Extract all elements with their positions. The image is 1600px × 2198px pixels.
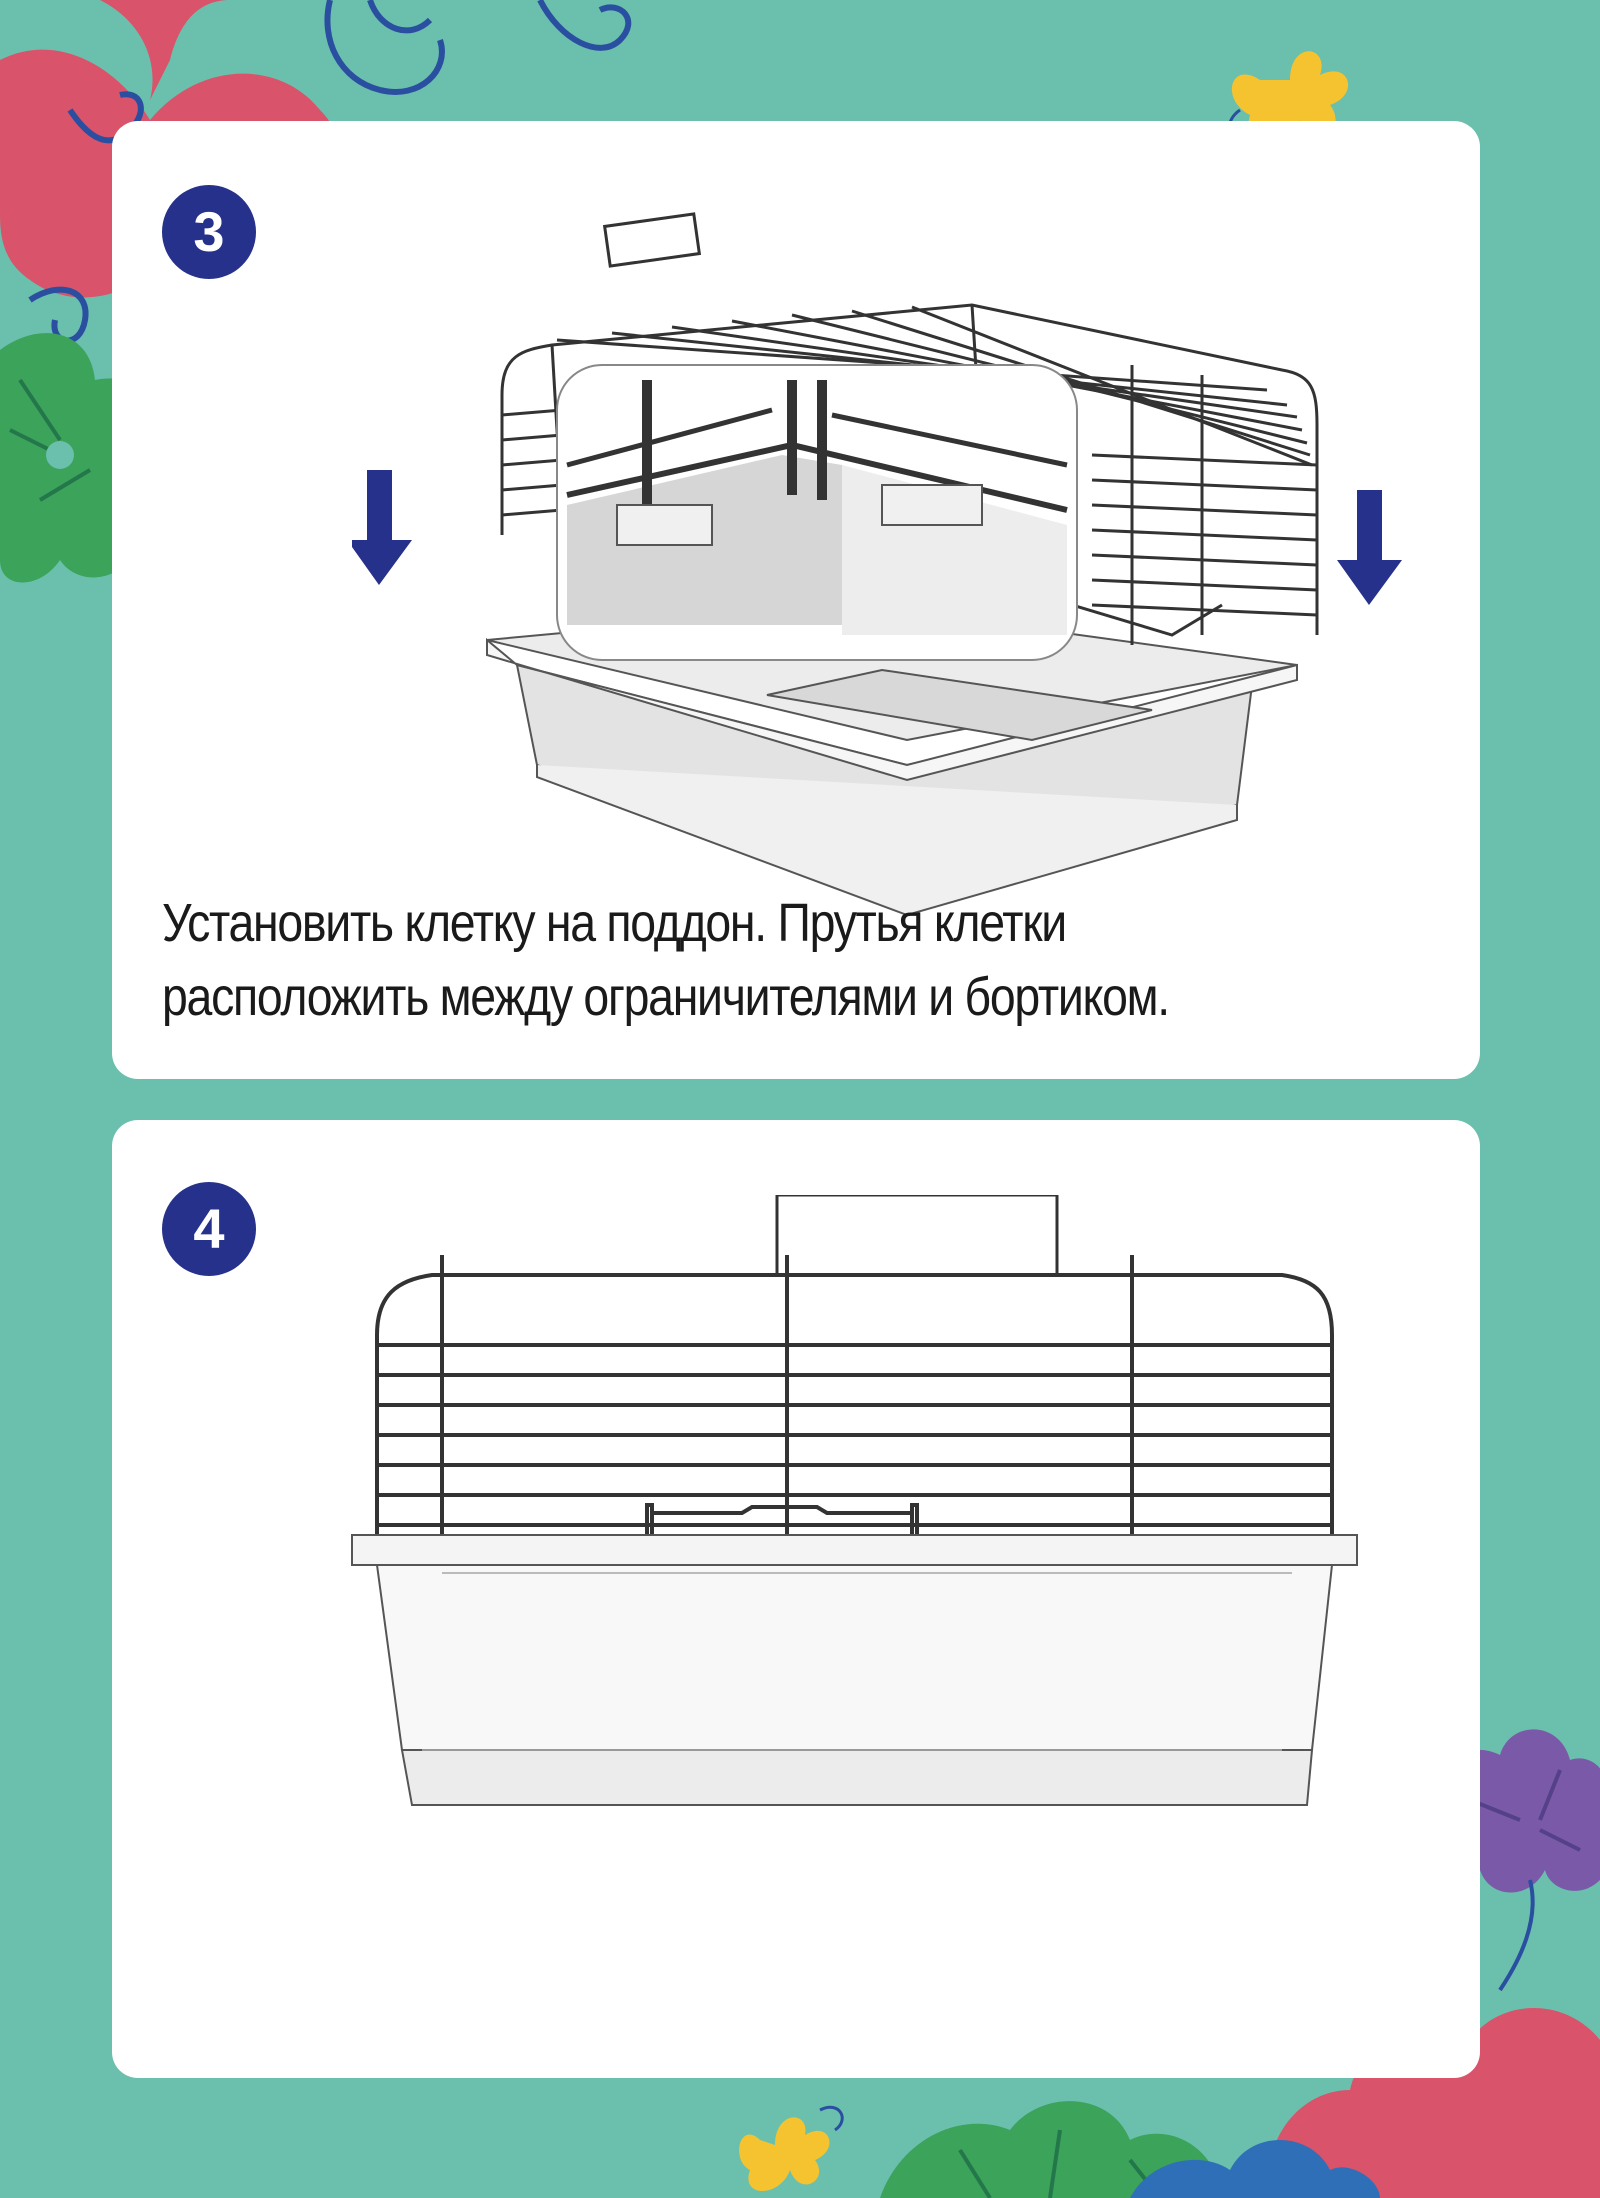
blue-flower-icon [1130,2140,1380,2198]
cage-handle-illustration [602,212,702,268]
butterfly-icon [739,2106,844,2191]
step-4-card: 4 [112,1120,1480,2078]
red-flower-icon [1268,2007,1600,2198]
cage-wire-illustration [375,1255,1334,1535]
step-3-instruction: Установить клетку на поддон. Прутья клет… [162,886,1271,1034]
instruction-line: Установить клетку на поддон. Прутья клет… [162,893,1067,953]
cage-on-tray-illustration [352,212,1402,917]
assembled-cage-illustration [351,1195,1358,1806]
step-3-card: 3 [112,121,1480,1079]
step-3-badge: 3 [162,185,256,279]
instruction-line: расположить между ограничителями и борти… [162,967,1170,1027]
down-arrow-icon [352,470,412,585]
step-4-badge: 4 [162,1182,256,1276]
tray-illustration [351,1534,1358,1806]
cage-handle-illustration [775,1195,1059,1277]
down-arrow-icon [1337,490,1402,605]
detail-inset-illustration [556,364,1078,661]
